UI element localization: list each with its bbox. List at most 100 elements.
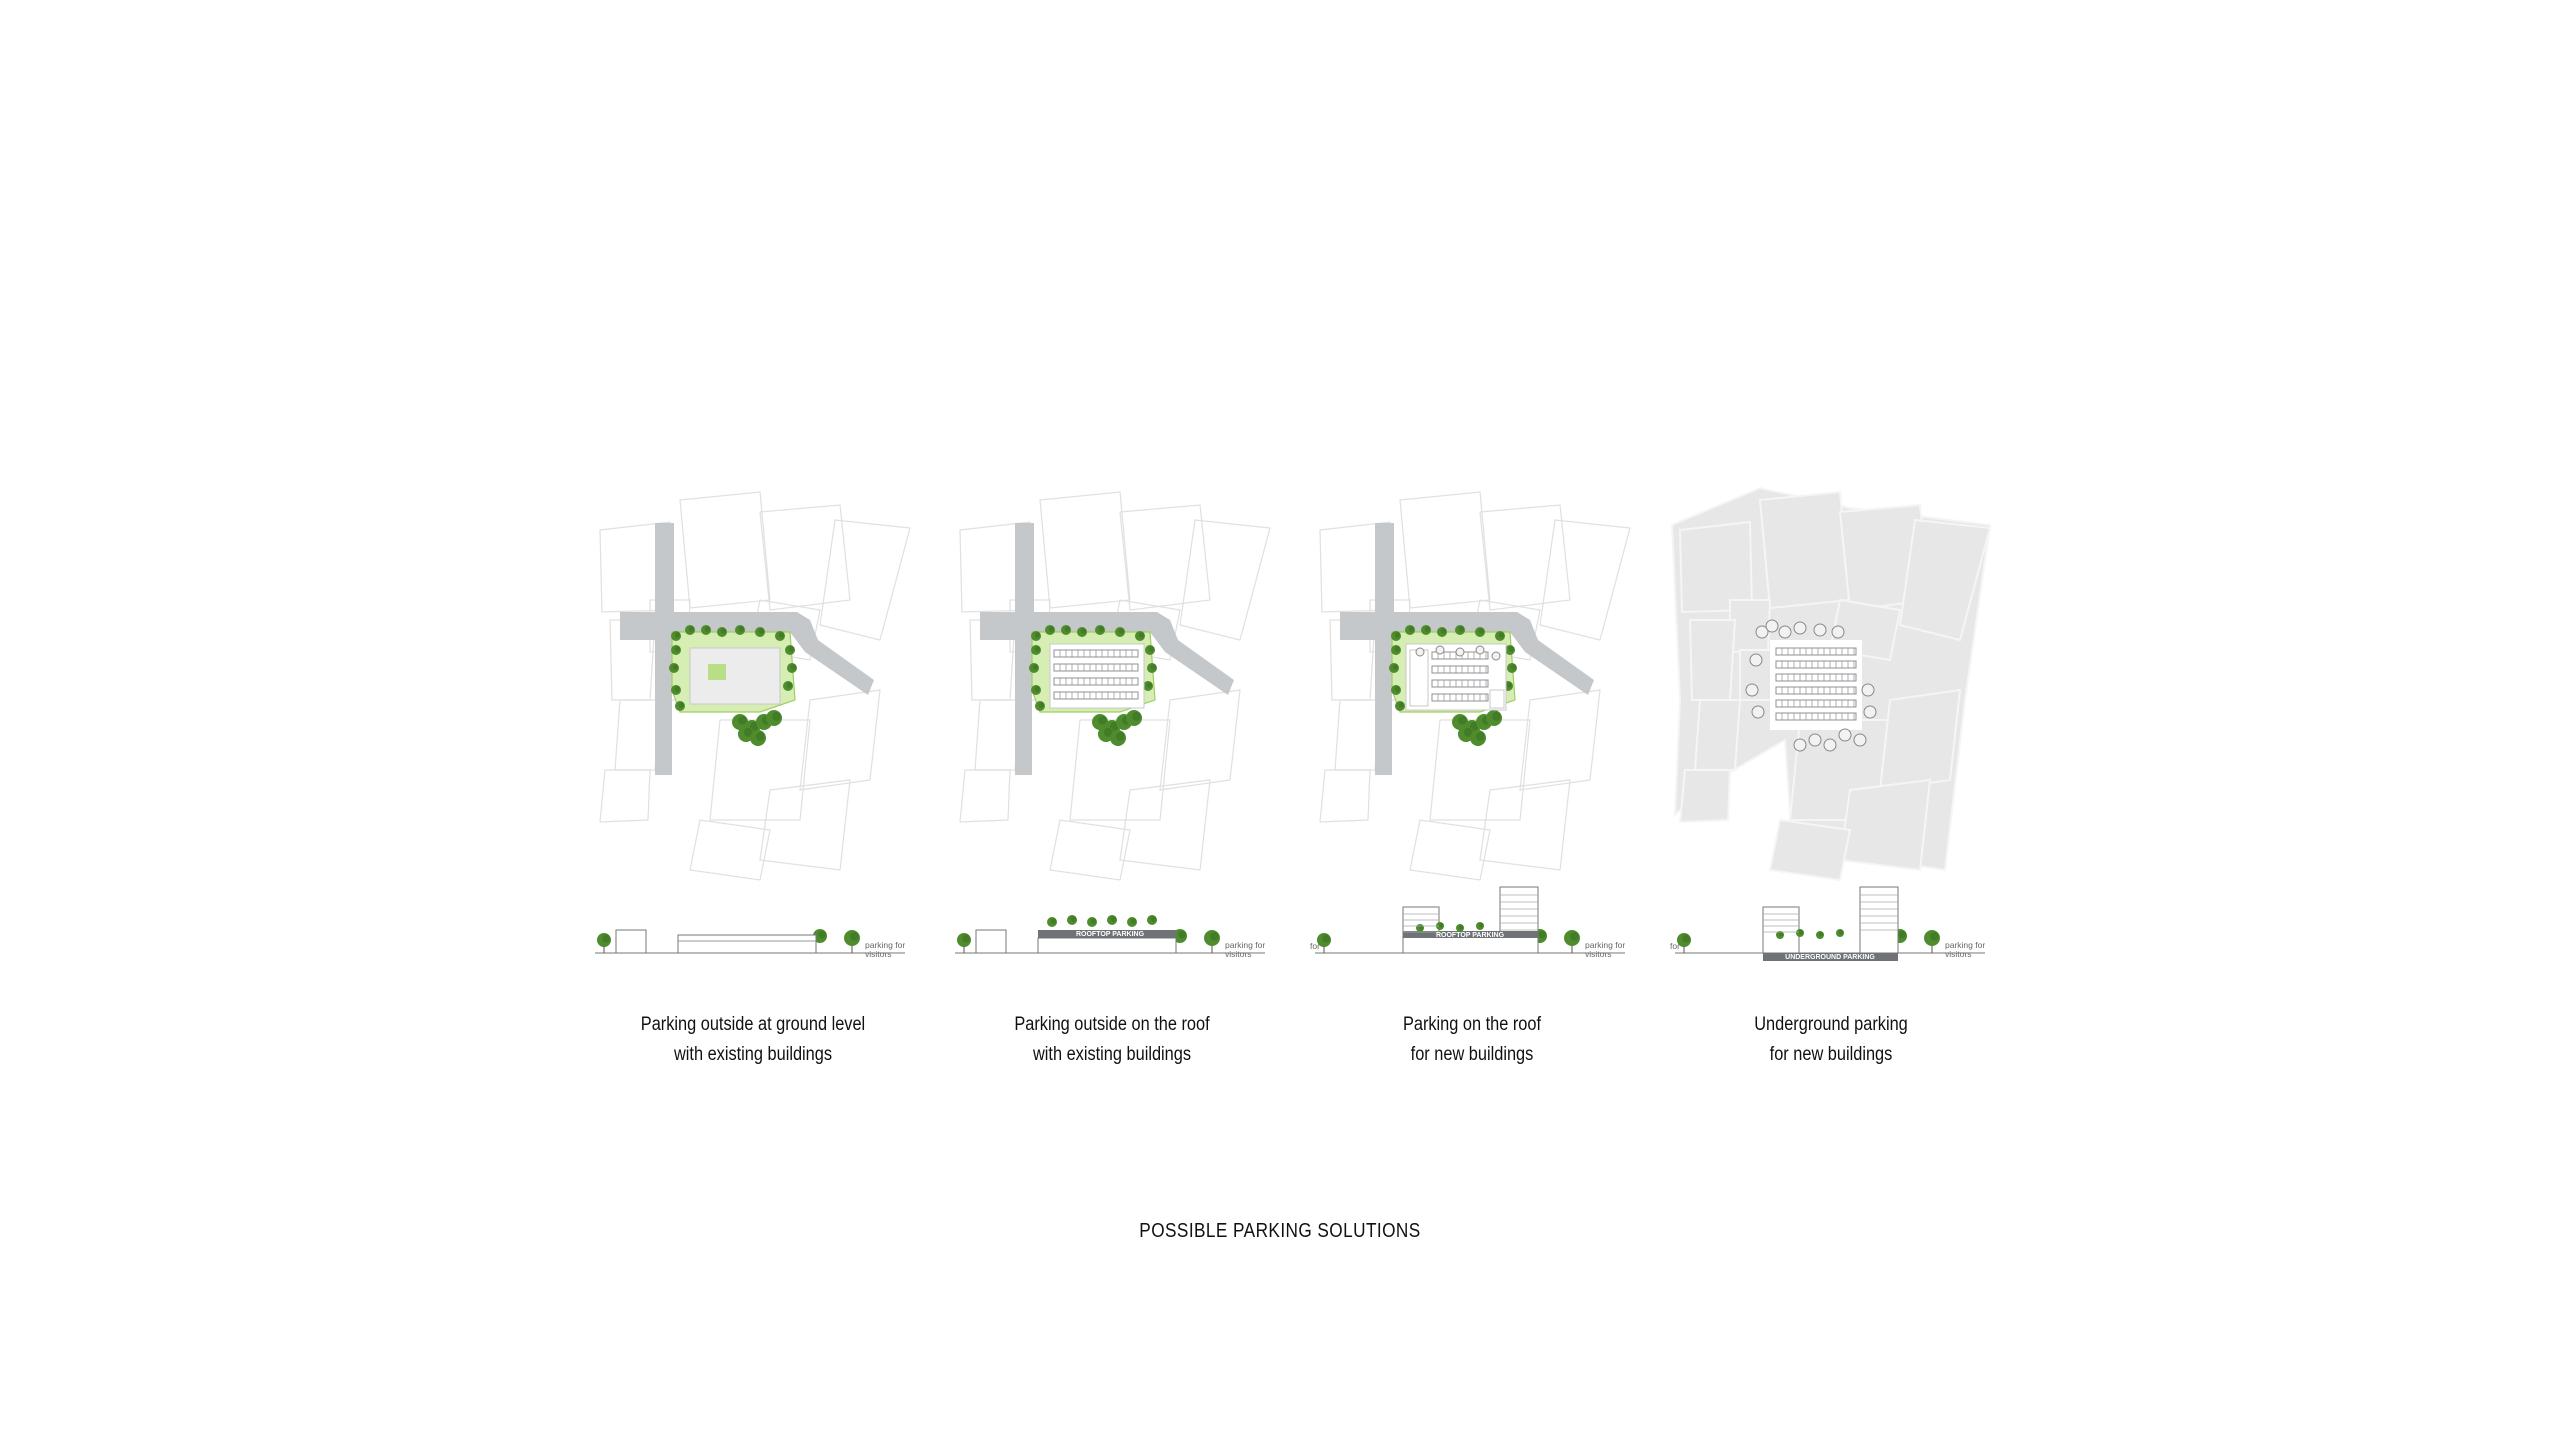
new-building-tall [1859,886,1899,954]
tree-outline [1415,647,1425,657]
tree-shadow [688,626,695,632]
tree-shadow [1150,916,1157,922]
building-outline [1898,518,1992,642]
tree-shadow [1034,646,1041,652]
tree-shadow [1394,632,1401,638]
section-label: parking for [1225,940,1265,950]
tree-shadow [788,646,795,652]
section-left-label: for [1670,941,1680,951]
tree-shadow [1098,716,1107,725]
tree-shadow [1408,626,1415,632]
tree-shadow [1424,626,1431,632]
tree-shadow [1398,702,1405,708]
caption-line-2: with existing buildings [673,1044,833,1065]
road [618,523,874,775]
rooftop-parking-band [1038,930,1176,938]
new-building-tall [1499,886,1539,938]
podium [1402,936,1539,954]
building-outline [1049,819,1131,881]
tree-shadow [1132,712,1141,721]
tree-outline [1853,733,1867,747]
tree-shadow [1064,626,1071,632]
tree-shadow [1178,930,1186,939]
building-outline [974,699,1021,771]
road [978,523,1234,775]
caption-roof-existing: Parking outside on the roof with existin… [949,1010,1276,1070]
caption-line-2: with existing buildings [1032,1044,1192,1065]
building-outline [1399,491,1491,609]
caption-ground-level: Parking outside at ground level with exi… [590,1010,917,1070]
caption-line-1: Parking outside on the roof [1014,1014,1210,1035]
tree-outline [1755,625,1769,639]
tree-shadow [1464,728,1473,737]
building-outline [1179,519,1271,641]
section-band-label: UNDERGROUND PARKING [1785,954,1875,961]
building-outline [1768,818,1852,882]
building-outline [1519,689,1601,791]
building-outline [1688,619,1737,701]
tree-shadow [1508,646,1515,652]
tree-outline [1765,619,1779,633]
building-outline [1409,819,1491,881]
tree-shadow [1034,632,1041,638]
caption-line-1: Underground parking [1754,1014,1908,1035]
building-outline [1758,490,1852,610]
tree-shadow [1098,626,1105,632]
tree-outline [1831,625,1845,639]
building-outline [689,819,771,881]
tree-shadow [1110,916,1117,922]
tree-shadow [1048,626,1055,632]
building-outline [1119,504,1211,611]
tree-shadow [786,682,793,688]
diagram-title: POSSIBLE PARKING SOLUTIONS [1139,1220,1421,1242]
tree-shadow [1080,628,1087,634]
tree-outline [1455,647,1465,657]
small-building [975,929,1007,954]
tree-shadow [756,732,765,741]
caption-roof-new: Parking on the roof for new buildings [1309,1010,1636,1070]
building-outline [1159,689,1241,791]
tree-shadow [1458,626,1465,632]
section-label: parking for [1585,940,1625,950]
tree-outline [1793,621,1807,635]
tree-outline [1823,738,1837,752]
tree-shadow [1032,664,1039,670]
section-label: parking for [865,940,905,950]
tree-shadow [1138,632,1145,638]
building-outline [1539,519,1631,641]
section-band-label: ROOFTOP PARKING [1076,931,1145,938]
site-plan-underground-new [1670,486,1992,882]
tree-outline [1491,651,1501,661]
tree-shadow [1492,712,1501,721]
tree-shadow [818,930,826,939]
building-outline [759,504,851,611]
building-outline [1039,491,1131,609]
building-outline [1838,778,1932,872]
tree-shadow [1322,934,1330,943]
tree-outline [1475,645,1485,655]
section-label: visitors [1225,949,1251,959]
tree-outline [1793,738,1807,752]
section-label: parking for [1945,940,1985,950]
tree-shadow [1476,732,1485,741]
tree-shadow [758,628,765,634]
section-label: visitors [865,949,891,959]
building-outline [1878,688,1962,792]
tree-shadow [1394,646,1401,652]
caption-line-2: for new buildings [1769,1044,1893,1065]
tree-shadow [778,632,785,638]
tree-shadow [674,686,681,692]
tree-shadow [1439,923,1444,928]
caption-line-1: Parking outside at ground level [640,1014,866,1035]
tree-shadow [1116,732,1125,741]
tree-shadow [1498,632,1505,638]
tree-outline [1838,728,1852,742]
tree-shadow [850,932,859,941]
caption-line-1: Parking on the roof [1402,1014,1542,1035]
building-outline [679,491,771,609]
building-outline [1119,779,1211,871]
tree-shadow [738,716,747,725]
section-band-label: ROOFTOP PARKING [1436,932,1505,939]
